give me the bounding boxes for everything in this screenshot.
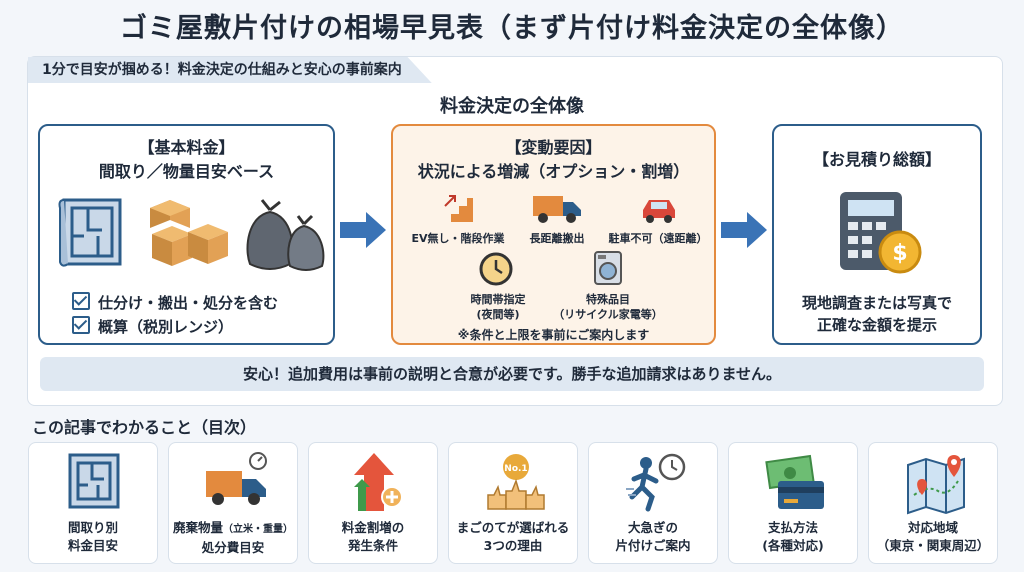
car-icon xyxy=(643,200,675,223)
floorplan-icon xyxy=(58,198,122,267)
toc-card-label: 対応地域（東京・関東周辺） xyxy=(876,520,990,553)
map-icon xyxy=(907,455,965,515)
factor-time: 時間帯指定(夜間等) xyxy=(470,293,526,321)
toc-card-floorplan[interactable]: 間取り別料金目安 xyxy=(28,442,158,564)
factor-elevator: EV無し・階段作業 xyxy=(411,232,505,245)
total-line-2: 正確な金額を提示 xyxy=(816,316,937,334)
checkbox-icon xyxy=(72,316,90,334)
variable-factors-box: 【変動要因】 状況による増減（オプション・割増） EV無し・階段作業 長距離搬出… xyxy=(391,124,716,345)
basic-fee-sub: 間取り／物量目安ベース xyxy=(98,162,275,181)
toc-card-urgent[interactable]: 大急ぎの片付けご案内 xyxy=(588,442,718,564)
right-arrow-icon xyxy=(340,212,386,248)
truck-icon xyxy=(533,196,581,223)
boxes-icon xyxy=(150,200,228,266)
factor-long-distance: 長距離搬出 xyxy=(529,232,585,245)
truck-icon xyxy=(206,452,267,505)
reassurance-banner: 安心！追加費用は事前の説明と合意が必要です。勝手な追加請求はありません。 xyxy=(40,357,984,391)
toc-card-label: 支払方法(各種対応) xyxy=(762,520,824,553)
stairs-icon xyxy=(443,195,473,222)
toc-card-label: 廃棄物量（立米・重量）処分費目安 xyxy=(172,520,293,555)
checkbox-icon xyxy=(72,292,90,310)
toc-card-label: 間取り別料金目安 xyxy=(67,520,118,553)
page-title: ゴミ屋敷片付けの相場早見表（まず片付け料金決定の全体像） xyxy=(120,13,904,44)
no1-badge-icon: No.1 xyxy=(504,464,527,474)
right-arrow-icon xyxy=(721,212,767,248)
clock-icon xyxy=(479,252,513,286)
check-label: 概算（税別レンジ） xyxy=(98,318,234,336)
check-item: 仕分け・搬出・処分を含む xyxy=(72,292,278,313)
toc-card-area[interactable]: 対応地域（東京・関東周辺） xyxy=(868,442,998,564)
variable-heading: 【変動要因】 xyxy=(505,138,602,157)
variable-note: ※条件と上限を事前にご案内します xyxy=(457,328,650,342)
floorplan-icon xyxy=(68,453,120,509)
variable-sub: 状況による増減（オプション・割増） xyxy=(417,162,690,181)
subtitle-tab: 1分で目安が掴める！料金決定の仕組みと安心の事前案内 xyxy=(28,57,432,83)
washing-machine-icon xyxy=(594,251,622,285)
overview-title: 料金決定の全体像 xyxy=(440,96,584,117)
total-heading: 【お見積り総額】 xyxy=(812,150,941,169)
calculator-icon: $ xyxy=(840,192,922,274)
check-item: 概算（税別レンジ） xyxy=(72,316,233,337)
toc-card-payment[interactable]: 支払方法(各種対応) xyxy=(728,442,858,564)
payment-icon xyxy=(765,454,824,509)
toc-card-label: 大急ぎの片付けご案内 xyxy=(615,520,691,553)
toc-card-label: 料金割増の発生条件 xyxy=(341,520,405,553)
factor-no-parking: 駐車不可（遠距離） xyxy=(608,232,708,245)
toc-card-waste-volume[interactable]: 廃棄物量（立米・重量）処分費目安 xyxy=(168,442,298,564)
thumbs-up-icon: No.1 xyxy=(487,454,545,510)
svg-text:$: $ xyxy=(892,241,907,266)
garbage-bag-icon xyxy=(246,199,325,271)
toc-card-surcharge[interactable]: 料金割増の発生条件 xyxy=(308,442,438,564)
arrow-up-icon xyxy=(354,453,403,511)
total-line-1: 現地調査または写真で xyxy=(801,294,952,312)
basic-fee-heading: 【基本料金】 xyxy=(138,138,235,157)
basic-fee-box: 【基本料金】 間取り／物量目安ベース 仕分け・搬出・処分を含む 概算（税別レンジ… xyxy=(38,124,335,345)
check-label: 仕分け・搬出・処分を含む xyxy=(98,294,279,312)
total-estimate-box: 【お見積り総額】 $ 現地調査または写真で 正確な金額を提示 xyxy=(772,124,982,345)
running-clock-icon xyxy=(626,453,686,512)
toc-title: この記事でわかること（目次） xyxy=(32,418,257,437)
factor-special-items: 特殊品目（リサイクル家電等） xyxy=(553,293,663,321)
